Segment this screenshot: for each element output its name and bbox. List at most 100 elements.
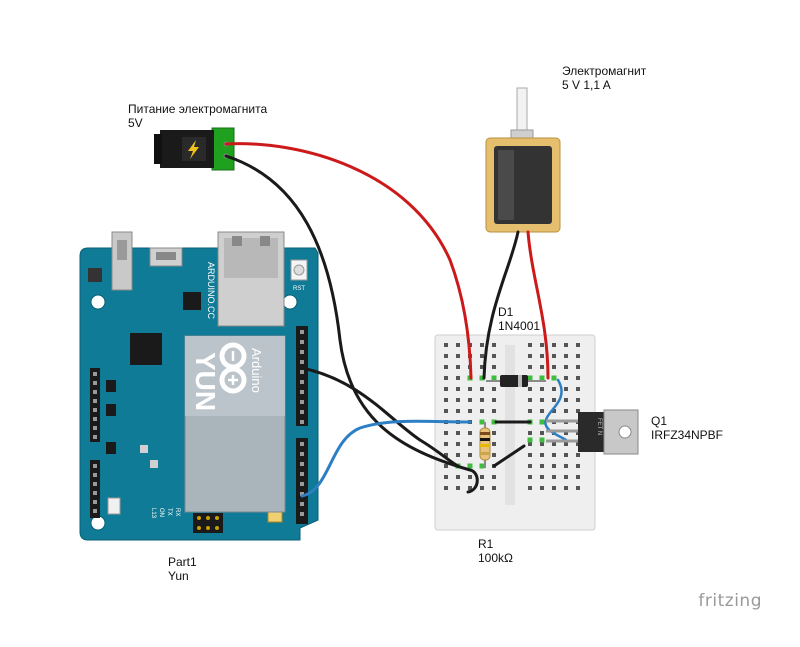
- breadboard-hole: [528, 398, 532, 402]
- breadboard-hole: [444, 354, 448, 358]
- breadboard-hole: [528, 486, 532, 490]
- breadboard-hole: [492, 486, 496, 490]
- breadboard-hole: [456, 475, 460, 479]
- breadboard-hole: [468, 442, 472, 446]
- header-pin: [93, 509, 97, 513]
- breadboard-hole: [564, 431, 568, 435]
- header-pin: [93, 408, 97, 412]
- breadboard-hole: [552, 442, 556, 446]
- breadboard-hole: [528, 431, 532, 435]
- resistor-label-value: 100kΩ: [478, 551, 513, 565]
- breadboard-hole: [480, 475, 484, 479]
- breadboard-hole: [444, 365, 448, 369]
- power-label-voltage: 5V: [128, 116, 143, 130]
- breadboard-hole: [456, 453, 460, 457]
- breadboard-hole: [576, 376, 580, 380]
- breadboard-hole: [564, 464, 568, 468]
- breadboard-connected-hole: [539, 375, 545, 381]
- arduino-label: Part1 Yun: [168, 555, 197, 583]
- breadboard-hole: [444, 475, 448, 479]
- resistor: [479, 422, 491, 468]
- breadboard-hole: [528, 387, 532, 391]
- breadboard-hole: [492, 343, 496, 347]
- breadboard-hole: [576, 486, 580, 490]
- breadboard-hole: [444, 464, 448, 468]
- breadboard-hole: [564, 354, 568, 358]
- breadboard-hole: [576, 387, 580, 391]
- breadboard-hole: [576, 475, 580, 479]
- breadboard-hole: [576, 354, 580, 358]
- mosfet-label: Q1 IRFZ34NPBF: [651, 414, 723, 442]
- breadboard-hole: [540, 365, 544, 369]
- breadboard-hole: [528, 464, 532, 468]
- breadboard-hole: [564, 365, 568, 369]
- arduino-label-model: Yun: [168, 569, 189, 583]
- breadboard-hole: [456, 376, 460, 380]
- header-pin: [300, 442, 304, 446]
- breadboard-hole: [444, 453, 448, 457]
- wire-arduino-ground: [300, 366, 460, 468]
- breadboard-connected-hole: [491, 375, 497, 381]
- breadboard-hole: [492, 409, 496, 413]
- header-pin: [300, 370, 304, 374]
- header-pin: [300, 350, 304, 354]
- resistor-label: R1 100kΩ: [478, 537, 513, 565]
- breadboard-hole: [456, 409, 460, 413]
- breadboard-hole: [444, 387, 448, 391]
- breadboard-hole: [564, 475, 568, 479]
- breadboard-hole: [456, 486, 460, 490]
- breadboard-hole: [564, 398, 568, 402]
- breadboard-hole: [564, 376, 568, 380]
- breadboard-hole: [480, 387, 484, 391]
- header-pin: [93, 435, 97, 439]
- breadboard-hole: [492, 453, 496, 457]
- breadboard-hole: [540, 431, 544, 435]
- board-name: YUN: [190, 352, 221, 411]
- header-pin: [93, 426, 97, 430]
- power-label: Питание электромагнита 5V: [128, 102, 267, 130]
- breadboard-hole: [456, 387, 460, 391]
- header-pin: [300, 482, 304, 486]
- breadboard-connected-hole: [539, 419, 545, 425]
- breadboard-hole: [564, 387, 568, 391]
- breadboard-hole: [552, 398, 556, 402]
- breadboard-hole: [480, 409, 484, 413]
- breadboard-hole: [540, 453, 544, 457]
- breadboard-hole: [540, 354, 544, 358]
- breadboard-hole: [552, 354, 556, 358]
- breadboard-hole: [528, 354, 532, 358]
- breadboard-connected-hole: [479, 375, 485, 381]
- diode-label-part: 1N4001: [498, 319, 541, 333]
- wire-signal-blue: [300, 419, 472, 498]
- breadboard-hole: [552, 365, 556, 369]
- breadboard-hole: [552, 464, 556, 468]
- power-label-title: Питание электромагнита: [128, 102, 268, 116]
- breadboard-hole: [552, 453, 556, 457]
- breadboard-hole: [444, 409, 448, 413]
- header-pin: [300, 390, 304, 394]
- header-pin: [93, 390, 97, 394]
- breadboard-connected-hole: [551, 375, 557, 381]
- header-pin: [93, 500, 97, 504]
- lightning-icon: [188, 140, 199, 159]
- breadboard: [434, 334, 596, 531]
- arduino-yun-board: YUN Arduino ARDUINO.CC RST L13 ON TX RX: [79, 231, 319, 541]
- header-pin: [93, 381, 97, 385]
- power-jack: [154, 127, 235, 171]
- header-pin: [93, 372, 97, 376]
- breadboard-connected-hole: [539, 437, 545, 443]
- breadboard-hole: [492, 365, 496, 369]
- breadboard-hole: [576, 365, 580, 369]
- breadboard-hole: [444, 398, 448, 402]
- header-pin: [93, 399, 97, 403]
- header-pin: [300, 502, 304, 506]
- breadboard-hole: [468, 475, 472, 479]
- header-pin: [93, 473, 97, 477]
- breadboard-hole: [576, 453, 580, 457]
- digital-header-lower: [296, 438, 308, 524]
- breadboard-hole: [492, 387, 496, 391]
- mosfet-marking: FET N: [596, 418, 602, 435]
- breadboard-connected-hole: [467, 463, 473, 469]
- header-pin: [300, 472, 304, 476]
- breadboard-hole: [468, 431, 472, 435]
